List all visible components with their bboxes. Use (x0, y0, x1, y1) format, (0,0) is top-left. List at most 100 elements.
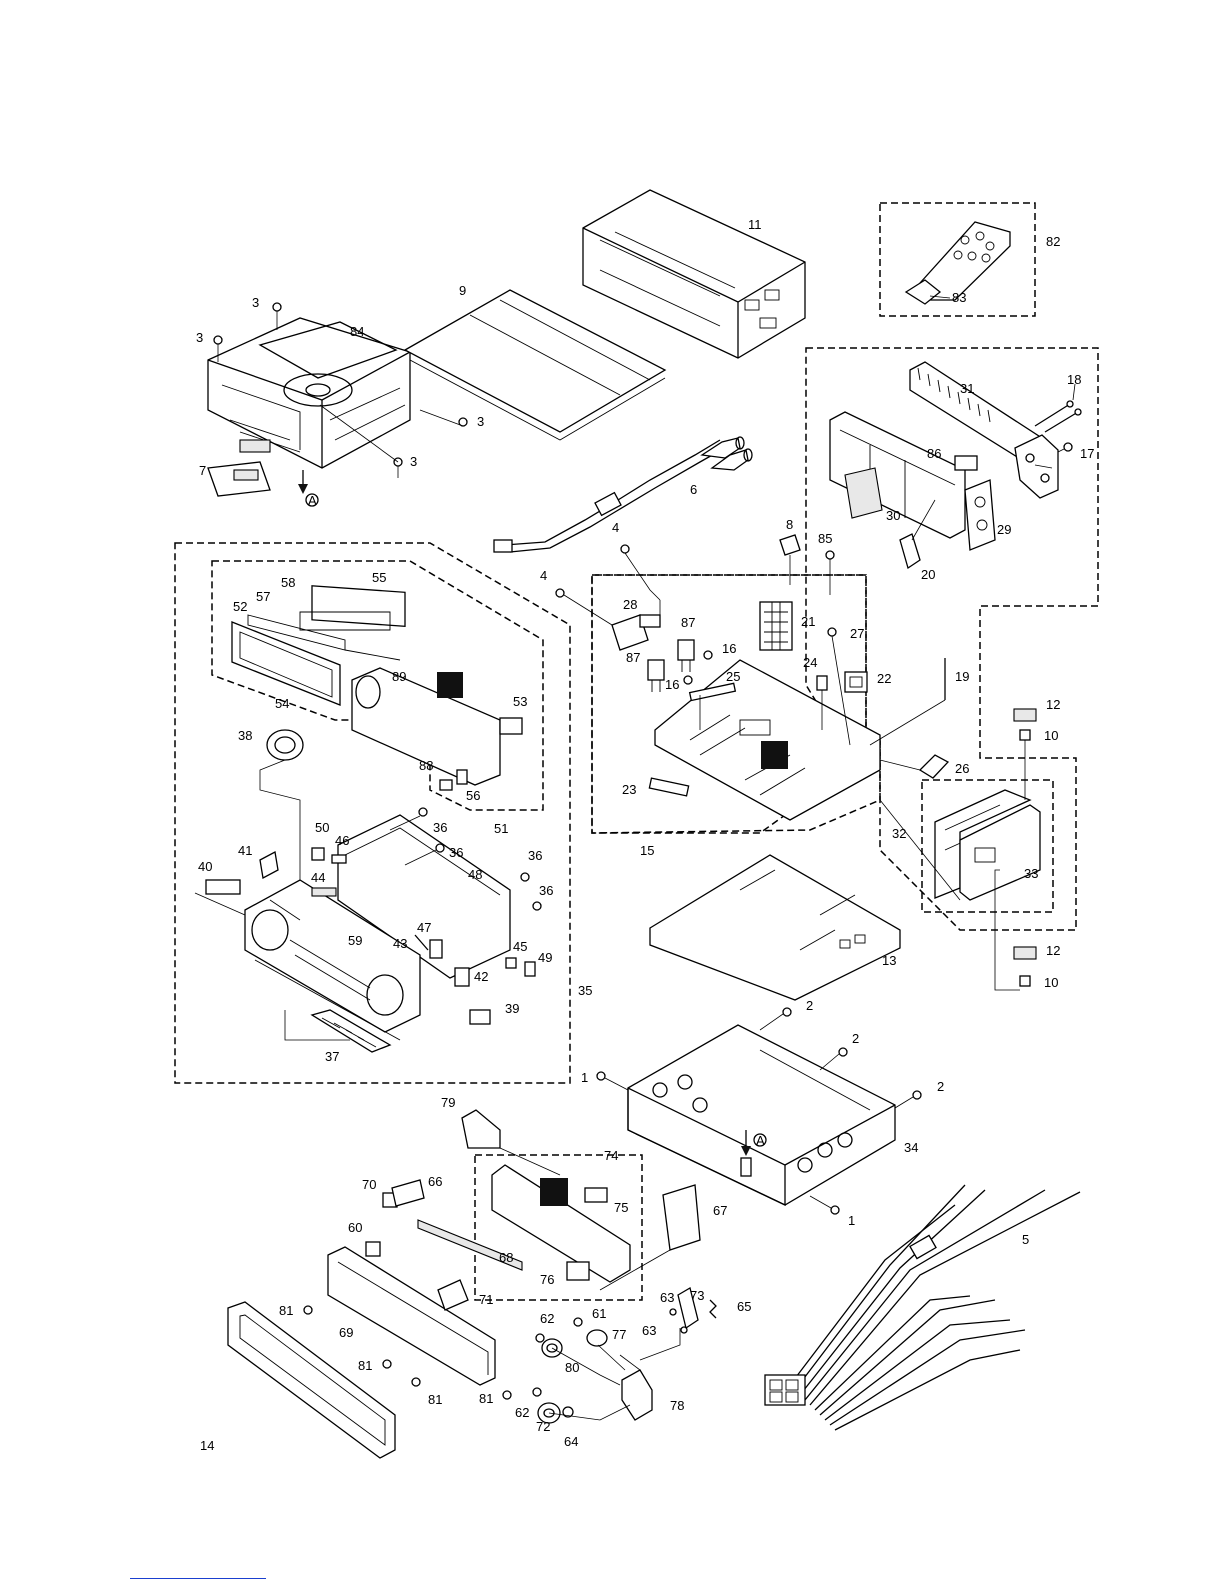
callout-13: 13 (882, 953, 896, 968)
screw-36-a (389, 807, 428, 831)
group-box-82 (879, 202, 1036, 317)
bracket-20 (899, 499, 936, 570)
callout-36: 36 (433, 820, 447, 835)
callout-47: 47 (417, 920, 431, 935)
callout-78: 78 (670, 1398, 684, 1413)
callout-59: 59 (348, 933, 362, 948)
cap-12-a (1013, 708, 1037, 722)
callout-22: 22 (877, 671, 891, 686)
callout-41: 41 (238, 843, 252, 858)
cd-mechanism-84 (207, 317, 411, 469)
part-24 (816, 675, 828, 730)
callout-66: 66 (428, 1174, 442, 1189)
part-45 (505, 957, 517, 969)
part-41 (259, 851, 279, 879)
pcb-67 (599, 1184, 701, 1291)
key-pcb-74 (491, 1164, 631, 1283)
cap-12-b (1013, 946, 1037, 960)
strip-68 (417, 1219, 523, 1271)
screw-81-a (303, 1305, 313, 1315)
callout-2: 2 (937, 1079, 944, 1094)
callout-53: 53 (513, 694, 527, 709)
callout-16: 16 (665, 677, 679, 692)
callout-37: 37 (325, 1049, 339, 1064)
callout-83: 83 (952, 290, 966, 305)
bracket-78 (619, 1354, 653, 1421)
callout-82: 82 (1046, 234, 1060, 249)
callout-21: 21 (801, 614, 815, 629)
washer-62-b (532, 1387, 542, 1397)
callout-11: 11 (748, 217, 762, 232)
bracket-79 (461, 1109, 561, 1176)
callout-40: 40 (198, 859, 212, 874)
callout-4: 4 (540, 568, 547, 583)
callout-54: 54 (275, 696, 289, 711)
callout-42: 42 (474, 969, 488, 984)
part-50 (311, 847, 325, 861)
pcb-66 (391, 1179, 425, 1207)
part-71 (437, 1279, 469, 1311)
connector-23 (648, 777, 690, 797)
callout-81: 81 (279, 1303, 293, 1318)
screw-2-b (819, 1047, 848, 1071)
callout-70: 70 (362, 1177, 376, 1192)
callout-72: 72 (536, 1419, 550, 1434)
washer-62-a (535, 1333, 545, 1343)
callout-17: 17 (1080, 446, 1094, 461)
part-88 (439, 779, 453, 791)
part-46 (331, 854, 347, 864)
part-56 (456, 769, 468, 785)
display-pcb-53 (351, 667, 523, 786)
callout-60: 60 (348, 1220, 362, 1235)
callout-labels: 3 3 3 3 84 9 11 82 83 7 A 6 31 18 17 86 … (196, 217, 1094, 1453)
part-39 (469, 1009, 491, 1025)
screw-4-a (620, 544, 661, 601)
callout-65: 65 (737, 1299, 751, 1314)
callout-20: 20 (921, 567, 935, 582)
shield-plate-9 (403, 289, 667, 441)
callout-A: A (756, 1133, 765, 1148)
callout-9: 9 (459, 283, 466, 298)
knob-38 (259, 729, 304, 920)
callout-81: 81 (358, 1358, 372, 1373)
screw-16-a (703, 650, 713, 660)
spring-65 (709, 1299, 717, 1319)
screw-17 (1057, 442, 1073, 453)
callout-5: 5 (1022, 1232, 1029, 1247)
callout-87: 87 (681, 615, 695, 630)
screw-4-b (555, 588, 613, 626)
faceplate-59 (244, 879, 421, 1041)
knob-77 (586, 1329, 608, 1347)
callout-57: 57 (256, 589, 270, 604)
callout-49: 49 (538, 950, 552, 965)
callout-86: 86 (927, 446, 941, 461)
spring-10-a (1019, 729, 1031, 800)
screw-63-b (680, 1326, 688, 1334)
front-frame-48 (337, 814, 511, 979)
rca-cable-6 (493, 436, 753, 553)
callout-73: 73 (690, 1288, 704, 1303)
callout-27: 27 (850, 626, 864, 641)
chassis-sleeve-11 (582, 189, 806, 359)
callout-29: 29 (997, 522, 1011, 537)
screw-18 (1034, 383, 1082, 433)
callout-36: 36 (539, 883, 553, 898)
screw-3-c (419, 409, 468, 427)
callout-46: 46 (335, 833, 349, 848)
callout-44: 44 (311, 870, 325, 885)
transistor-87-b (647, 659, 665, 692)
callout-43: 43 (393, 936, 407, 951)
front-panel-69 (327, 1246, 496, 1386)
lcd-89 (344, 649, 401, 661)
screw-36-c (520, 872, 530, 882)
callout-88: 88 (419, 758, 433, 773)
transistor-87-a (677, 639, 695, 672)
antenna-pin-19 (869, 658, 946, 746)
frame-52 (231, 621, 341, 706)
callout-1: 1 (581, 1070, 588, 1085)
lever-73 (677, 1287, 699, 1330)
callout-36: 36 (449, 845, 463, 860)
callout-77: 77 (612, 1327, 626, 1342)
callout-2: 2 (806, 998, 813, 1013)
